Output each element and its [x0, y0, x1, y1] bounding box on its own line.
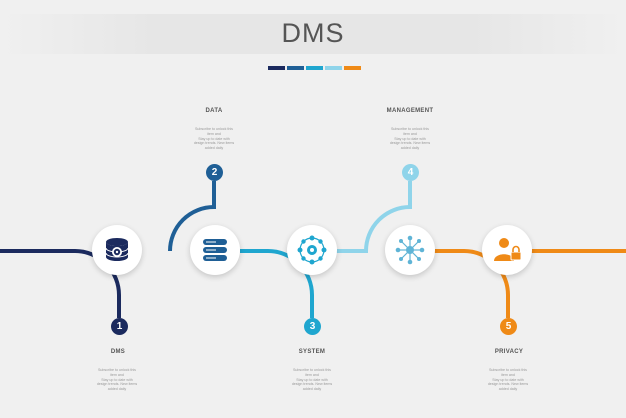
network-gear-icon [297, 235, 327, 265]
step-heading-3: SYSTEM [298, 349, 326, 355]
palette-swatch-1 [268, 66, 285, 70]
step-circle-5 [482, 225, 532, 275]
step-circle-2 [190, 225, 240, 275]
step-description-3: Subscribe to unlock this item and Stay u… [291, 368, 333, 392]
page-title: DMS [281, 18, 345, 48]
color-palette-bar [268, 66, 361, 70]
step-heading-1: DMS [110, 349, 126, 355]
step-description-2: Subscribe to unlock this item and Stay u… [193, 127, 235, 151]
title-banner [0, 14, 626, 54]
step-circle-1 [92, 225, 142, 275]
step-number-5: 5 [500, 318, 517, 335]
network-hub-icon [395, 235, 425, 265]
step-heading-4: MANAGEMENT [386, 108, 434, 114]
palette-swatch-4 [325, 66, 342, 70]
database-gear-icon [105, 238, 129, 261]
step-number-1: 1 [111, 318, 128, 335]
connector-line-2 [168, 181, 216, 252]
step-description-1: Subscribe to unlock this item and Stay u… [96, 368, 138, 392]
step-number-2: 2 [206, 164, 223, 181]
user-lock-icon [494, 238, 522, 261]
connector-line-4 [335, 181, 412, 253]
step-description-4: Subscribe to unlock this item and Stay u… [389, 127, 431, 151]
step-heading-5: PRIVACY [494, 349, 524, 355]
step-heading-2: DATA [205, 108, 223, 114]
step-description-5: Subscribe to unlock this item and Stay u… [487, 368, 529, 392]
palette-swatch-5 [344, 66, 361, 70]
step-circle-3 [287, 225, 337, 275]
step-number-4: 4 [402, 164, 419, 181]
palette-swatch-3 [306, 66, 323, 70]
step-circle-4 [385, 225, 435, 275]
step-number-3: 3 [304, 318, 321, 335]
palette-swatch-2 [287, 66, 304, 70]
server-stack-icon [203, 239, 227, 261]
